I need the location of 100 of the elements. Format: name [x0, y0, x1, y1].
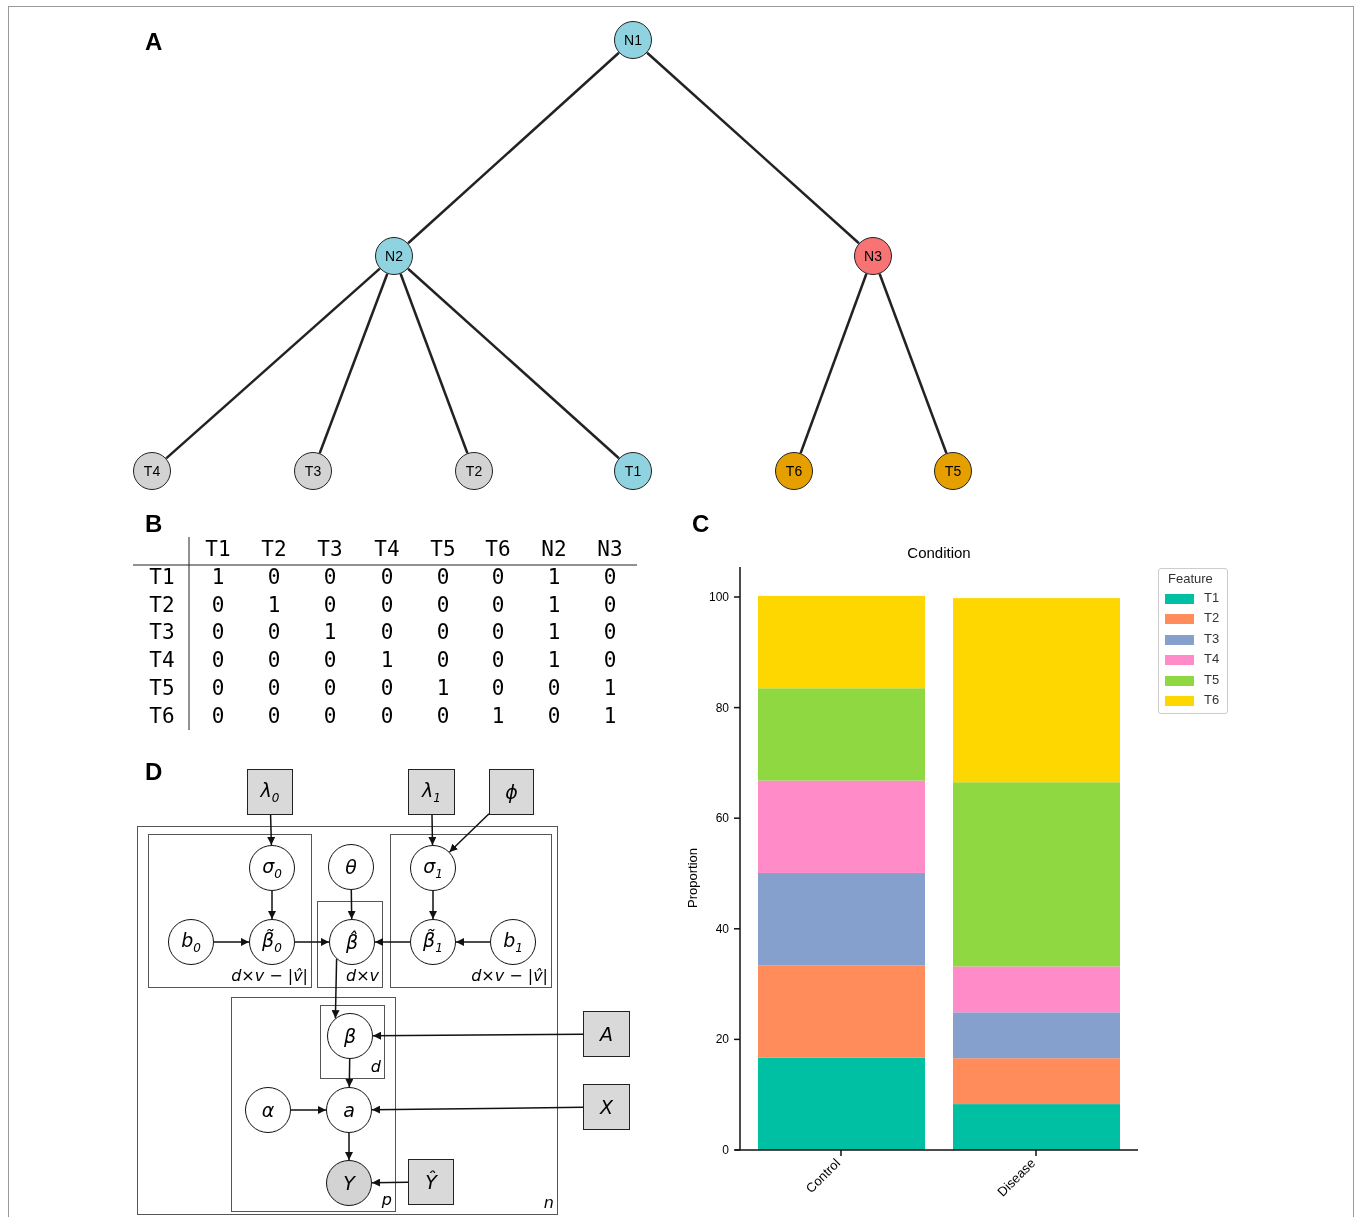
table-value: 0 [211, 620, 225, 644]
arrow [213, 938, 250, 946]
plate-label: n [543, 1193, 554, 1213]
legend-label: T3 [1204, 630, 1220, 646]
panel-letter: C [692, 510, 710, 538]
tree-edge [399, 273, 469, 454]
column-header: T4 [374, 537, 400, 561]
arrow [374, 938, 411, 946]
arrow [345, 1132, 353, 1161]
variable-circle: σ$_{0}$ [249, 845, 295, 891]
table-value: 0 [603, 565, 617, 589]
column-header: N3 [597, 537, 623, 561]
arrow [371, 1105, 584, 1114]
variable-circle: β [327, 1013, 373, 1059]
table-value: 1 [603, 676, 617, 700]
tick-label: 20 [715, 1032, 729, 1047]
column-header: T2 [261, 537, 287, 561]
variable-circle: β̂ [329, 919, 375, 965]
variable-circle: α [245, 1087, 291, 1133]
table-value: 1 [491, 704, 505, 728]
plate-label: d×v [345, 966, 379, 986]
variable-circle: b$_{0}$ [168, 919, 214, 965]
observed-variable-box: λ$_{1}$ [408, 769, 455, 815]
table-value: 0 [267, 648, 281, 672]
arrow [448, 813, 490, 853]
row-header: T4 [149, 648, 175, 672]
table-value: 0 [547, 676, 561, 700]
arrow [268, 890, 276, 920]
plate-box [390, 834, 552, 988]
column-header: T1 [205, 537, 231, 561]
legend-label: T5 [1204, 671, 1220, 687]
table-value: 0 [603, 620, 617, 644]
table-value: 1 [267, 593, 281, 617]
table-value: 0 [436, 620, 450, 644]
table-value: 1 [603, 704, 617, 728]
table-value: 0 [380, 704, 394, 728]
tree-node-circle: T2 [455, 452, 493, 490]
variable-circle: θ [328, 844, 374, 890]
column-header: T5 [430, 537, 456, 561]
tree-node-circle: T5 [934, 452, 972, 490]
arrow [429, 890, 437, 920]
tick-label: 60 [715, 811, 729, 826]
table-value: 0 [491, 648, 505, 672]
panel-letter: A [145, 28, 163, 56]
column-header: T6 [485, 537, 511, 561]
tree-node-circle: T3 [294, 452, 332, 490]
table-value: 0 [603, 648, 617, 672]
row-header: T1 [149, 565, 175, 589]
plate-box [148, 834, 312, 988]
tick-label: 40 [715, 921, 729, 936]
arrow [294, 938, 330, 946]
row-header: T2 [149, 593, 175, 617]
plate-label: p [381, 1190, 392, 1210]
table-value: 0 [267, 565, 281, 589]
variable-circle: β̃$_{0}$ [249, 919, 295, 965]
table-value: 1 [547, 593, 561, 617]
table-value: 0 [380, 676, 394, 700]
tree-edge [407, 267, 620, 460]
axis-label: Proportion [685, 848, 700, 908]
arrow [455, 938, 491, 946]
table-value: 0 [491, 620, 505, 644]
arrow [347, 889, 356, 920]
table-value: 0 [380, 620, 394, 644]
plate-box [231, 997, 396, 1212]
table-value: 0 [436, 704, 450, 728]
tree-node-circle: N3 [854, 237, 892, 275]
tree-node-circle: T1 [614, 452, 652, 490]
tree-node-circle: N1 [614, 21, 652, 59]
plate-box [137, 826, 558, 1215]
table-value: 0 [323, 565, 337, 589]
variable-circle: σ$_{1}$ [410, 845, 456, 891]
row-header: T6 [149, 704, 175, 728]
plate-label: d×v − |v̂| [471, 966, 548, 986]
arrow [372, 1031, 584, 1040]
row-header: T5 [149, 676, 175, 700]
tree-node-circle: T6 [775, 452, 813, 490]
legend-label: T1 [1204, 590, 1220, 605]
arrow [345, 1058, 354, 1088]
table-value: 0 [491, 676, 505, 700]
legend-title: Feature [1168, 571, 1213, 586]
tick-label: 80 [715, 700, 729, 715]
plate-label: d [370, 1057, 381, 1077]
table-value: 1 [323, 620, 337, 644]
table-value: 0 [323, 648, 337, 672]
table-value: 1 [547, 565, 561, 589]
table-value: 0 [211, 676, 225, 700]
observed-variable-box: ϕ [489, 769, 534, 815]
table-value: 0 [267, 704, 281, 728]
arrow [371, 1178, 409, 1187]
table-value: 0 [603, 593, 617, 617]
legend-label: T2 [1204, 610, 1220, 626]
table-value: 0 [491, 565, 505, 589]
arrow [267, 814, 276, 846]
observed-variable-box: λ$_{0}$ [247, 769, 293, 815]
table-value: 0 [323, 676, 337, 700]
arrow [331, 958, 340, 1019]
plate-box [317, 901, 383, 988]
table-value: 0 [211, 704, 225, 728]
tree-edge [318, 273, 389, 454]
column-header: T3 [317, 537, 343, 561]
